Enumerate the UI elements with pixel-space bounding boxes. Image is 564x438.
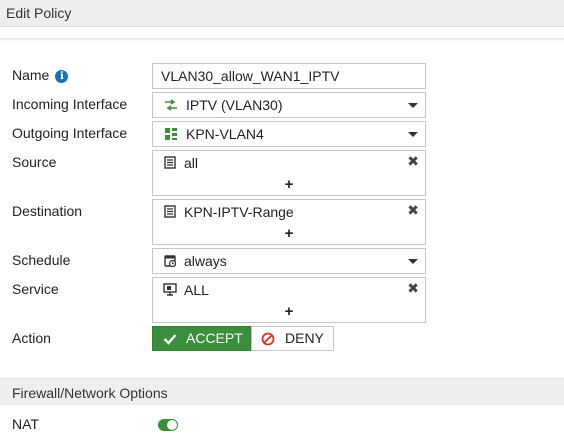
- outgoing-interface-label: Outgoing Interface: [12, 125, 128, 141]
- service-icon: [163, 283, 177, 296]
- schedule-value: always: [184, 253, 227, 269]
- address-icon: [164, 205, 176, 218]
- header-divider: [0, 38, 564, 41]
- outgoing-interface-value: KPN-VLAN4: [186, 126, 264, 142]
- name-input-value: VLAN30_allow_WAN1_IPTV: [161, 68, 340, 84]
- chevron-down-icon[interactable]: [408, 132, 418, 137]
- accept-button-label: ACCEPT: [186, 330, 243, 346]
- add-destination-button[interactable]: +: [284, 225, 294, 242]
- toggle-knob: [167, 420, 177, 430]
- service-value[interactable]: ALL: [184, 282, 209, 298]
- info-icon[interactable]: i: [55, 70, 69, 83]
- incoming-interface-value: IPTV (VLAN30): [186, 97, 283, 113]
- nat-toggle[interactable]: [158, 419, 178, 431]
- deny-icon: [261, 332, 275, 346]
- name-input[interactable]: VLAN30_allow_WAN1_IPTV: [152, 63, 426, 89]
- accept-button[interactable]: ACCEPT: [152, 326, 251, 351]
- incoming-interface-select[interactable]: IPTV (VLAN30): [152, 92, 426, 118]
- add-source-button[interactable]: +: [284, 176, 294, 193]
- source-value[interactable]: all: [184, 155, 199, 171]
- chevron-down-icon[interactable]: [408, 103, 418, 108]
- incoming-interface-label: Incoming Interface: [12, 96, 128, 112]
- dialog-header: Edit Policy: [0, 0, 564, 27]
- service-field[interactable]: ALL ✖ +: [152, 277, 426, 323]
- physical-interface-icon: [165, 128, 177, 140]
- outgoing-interface-select[interactable]: KPN-VLAN4: [152, 121, 426, 147]
- checkmark-icon: [163, 334, 177, 345]
- schedule-label: Schedule: [12, 252, 71, 268]
- destination-label: Destination: [12, 203, 83, 219]
- deny-button[interactable]: DENY: [251, 326, 334, 351]
- destination-value[interactable]: KPN-IPTV-Range: [184, 204, 294, 220]
- close-icon[interactable]: ✖: [407, 280, 419, 296]
- add-service-button[interactable]: +: [284, 303, 294, 320]
- firewall-options-section: Firewall/Network Options: [0, 378, 564, 405]
- nat-label: NAT: [12, 416, 39, 432]
- close-icon[interactable]: ✖: [407, 202, 419, 218]
- source-label: Source: [12, 154, 57, 170]
- service-label: Service: [12, 281, 59, 297]
- address-icon: [164, 156, 176, 169]
- schedule-clock-icon: [164, 255, 177, 268]
- chevron-down-icon[interactable]: [408, 259, 418, 264]
- action-label: Action: [12, 330, 51, 346]
- deny-button-label: DENY: [285, 330, 324, 346]
- close-icon[interactable]: ✖: [407, 153, 419, 169]
- destination-field[interactable]: KPN-IPTV-Range ✖ +: [152, 199, 426, 245]
- dialog-title: Edit Policy: [6, 5, 72, 21]
- vlan-interface-icon: [165, 99, 177, 111]
- schedule-select[interactable]: always: [152, 248, 426, 274]
- source-field[interactable]: all ✖ +: [152, 150, 426, 196]
- section-title: Firewall/Network Options: [12, 385, 168, 401]
